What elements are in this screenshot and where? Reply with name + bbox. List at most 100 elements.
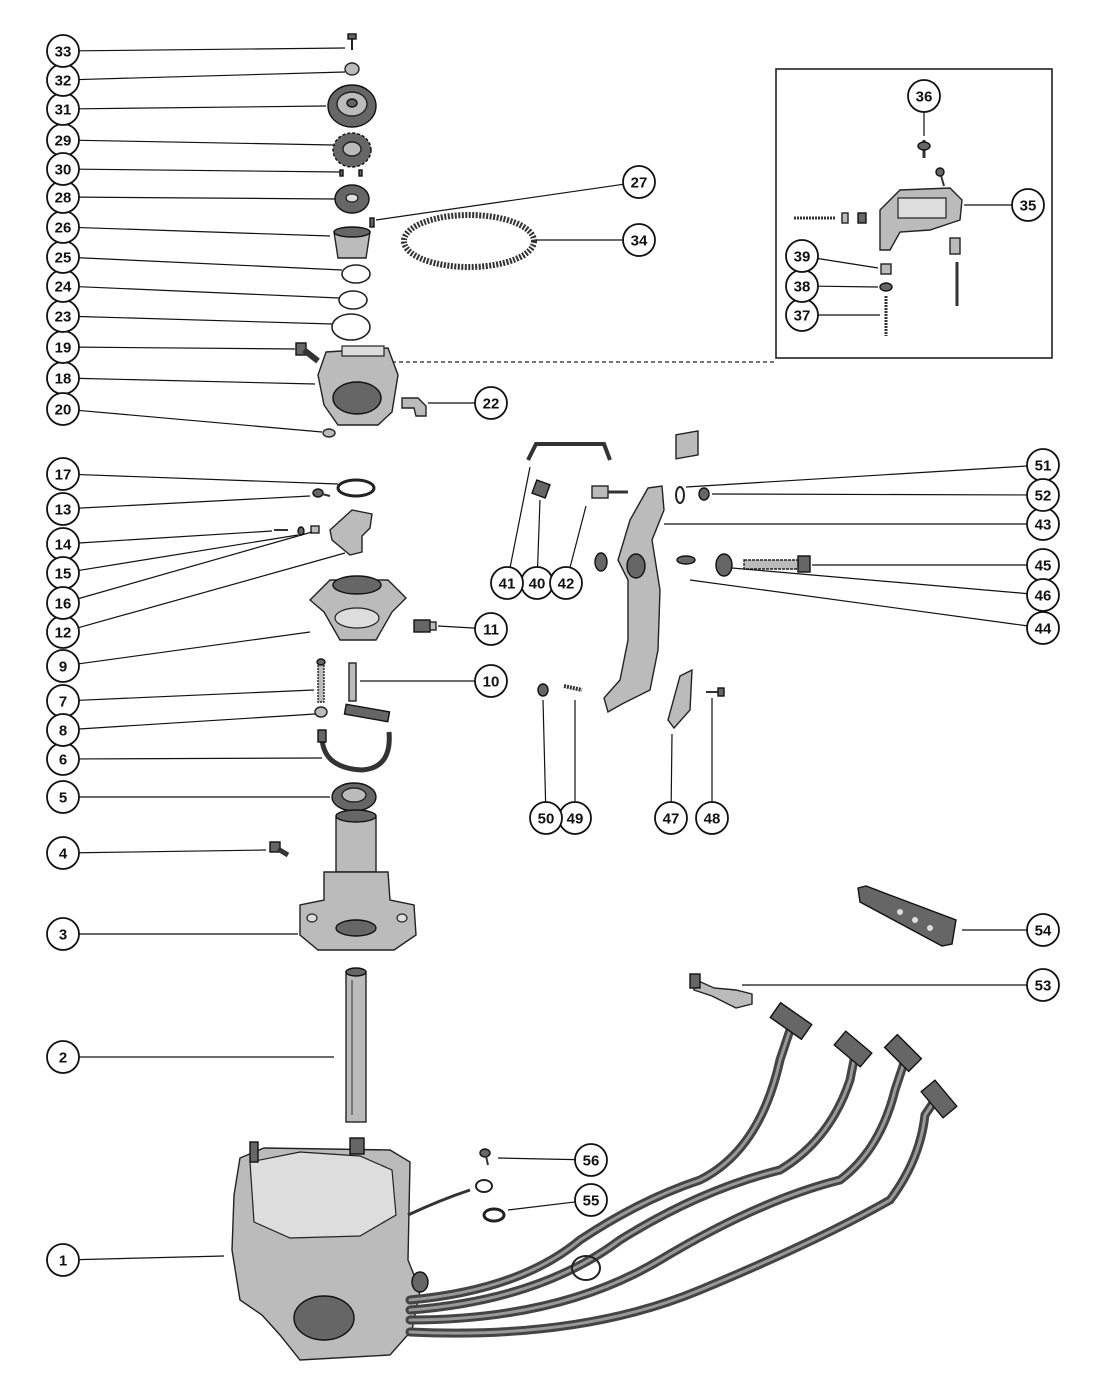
callout-19: 19 [46, 330, 80, 364]
callout-49: 49 [558, 801, 592, 835]
callout-number: 24 [55, 279, 72, 296]
callout-number: 6 [59, 752, 67, 769]
callout-circle [1026, 578, 1060, 612]
callout-number: 49 [567, 811, 584, 828]
callout-35: 35 [1011, 188, 1045, 222]
callout-number: 7 [59, 694, 67, 711]
callout-number: 25 [55, 250, 72, 267]
part-30-pin [358, 169, 363, 177]
part-12-bracket [329, 509, 373, 556]
callout-number: 20 [55, 402, 72, 419]
leader-line-38 [817, 285, 879, 288]
callout-25: 25 [46, 240, 80, 274]
callout-29: 29 [46, 123, 80, 157]
callout-18: 18 [46, 361, 80, 395]
leader-line-55 [507, 1201, 576, 1211]
callout-27: 27 [622, 165, 656, 199]
part-3-housing [299, 809, 417, 951]
leader-line-14 [78, 530, 273, 544]
part-35-module [879, 167, 963, 251]
callout-41: 41 [490, 566, 524, 600]
callout-number: 29 [55, 133, 72, 150]
part-7-stud [316, 658, 326, 703]
callout-circle [474, 664, 508, 698]
callout-14: 14 [46, 527, 80, 561]
leader-line-12 [78, 552, 346, 629]
callout-31: 31 [46, 92, 80, 126]
callout-22: 22 [474, 386, 508, 420]
callout-number: 31 [55, 102, 72, 119]
callout-16: 16 [46, 586, 80, 620]
callout-circle [907, 79, 941, 113]
part-33-screw [347, 33, 357, 50]
callout-circle [46, 780, 80, 814]
callout-circle [549, 566, 583, 600]
callout-42: 42 [549, 566, 583, 600]
callout-10: 10 [474, 664, 508, 698]
callout-circle [1026, 913, 1060, 947]
callout-13: 13 [46, 492, 80, 526]
part-31-pulley [327, 84, 377, 128]
leader-line-27 [375, 183, 624, 221]
leader-line-18 [78, 377, 316, 385]
callout-38: 38 [785, 269, 819, 303]
leader-line-9 [78, 631, 311, 665]
callout-number: 43 [1035, 517, 1052, 534]
part-27-key [369, 217, 375, 228]
leader-line-52 [711, 493, 1028, 496]
leader-line-30 [78, 168, 341, 173]
callout-50: 50 [529, 801, 563, 835]
callout-number: 1 [59, 1253, 67, 1270]
callout-circle [46, 152, 80, 186]
callout-3: 3 [46, 917, 80, 951]
callout-56: 56 [574, 1143, 608, 1177]
callout-circle [46, 492, 80, 526]
leader-line-17 [78, 473, 339, 485]
callout-number: 42 [558, 576, 575, 593]
part-44-bushing [675, 430, 699, 565]
part-26-hub [333, 226, 371, 259]
callout-number: 11 [483, 622, 499, 639]
part-41-rod [526, 442, 612, 461]
leader-line-40 [536, 499, 541, 568]
callout-circle [1026, 478, 1060, 512]
part-42-fitting [591, 485, 628, 499]
callout-number: 47 [663, 811, 680, 828]
leader-line-46 [731, 567, 1028, 595]
callout-circle [474, 612, 508, 646]
callout-circle [622, 165, 656, 199]
callout-number: 52 [1035, 488, 1052, 505]
callout-number: 35 [1020, 198, 1037, 215]
callout-36: 36 [907, 79, 941, 113]
callout-7: 7 [46, 684, 80, 718]
callout-circle [654, 801, 688, 835]
callout-number: 26 [55, 220, 72, 237]
part-23-ring [331, 313, 371, 341]
part-50-nut [537, 683, 549, 697]
callout-43: 43 [1026, 507, 1060, 541]
part-22-fitting [401, 397, 427, 417]
callout-number: 16 [55, 596, 72, 613]
leader-line-28 [78, 196, 336, 200]
leader-line-20 [78, 409, 323, 433]
leader-line-13 [78, 495, 311, 509]
part-2-shaft [345, 967, 367, 1123]
callout-number: 55 [583, 1193, 600, 1210]
callout-number: 17 [55, 467, 72, 484]
callout-26: 26 [46, 210, 80, 244]
part-16-nut [310, 525, 320, 534]
callout-number: 30 [55, 162, 72, 179]
callout-number: 50 [538, 811, 555, 828]
callout-47: 47 [654, 801, 688, 835]
part-46-washer [715, 553, 733, 577]
leader-line-8 [78, 713, 316, 730]
leader-line-23 [78, 315, 333, 325]
part-washer [594, 552, 608, 572]
part-inset-bushing [949, 237, 961, 255]
callout-number: 27 [631, 175, 648, 192]
callout-number: 33 [55, 44, 72, 61]
callout-circle [1011, 188, 1045, 222]
part-39-spacer [880, 263, 892, 275]
part-inset-screw [794, 212, 867, 224]
callout-46: 46 [1026, 578, 1060, 612]
